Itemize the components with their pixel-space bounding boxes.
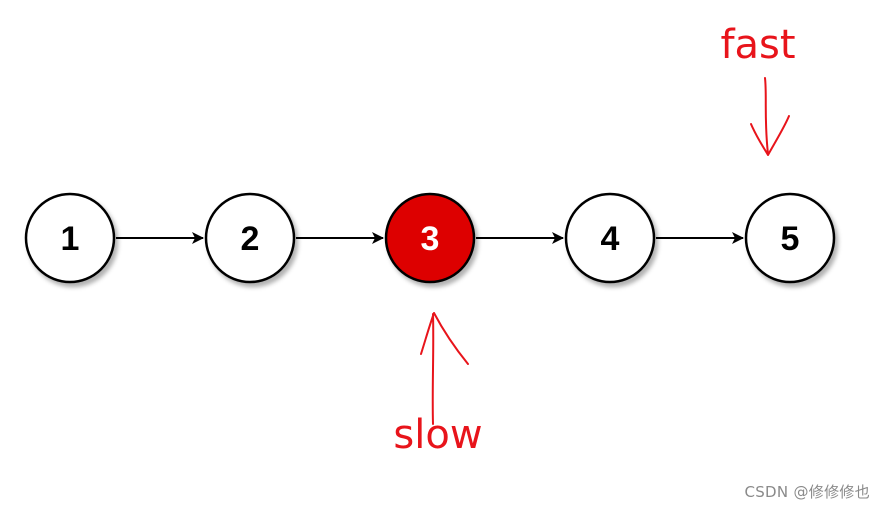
node-circle-highlighted: [384, 192, 476, 284]
node-label: 2: [241, 220, 260, 258]
fast-pointer: fast: [720, 22, 796, 156]
node-label: 3: [421, 220, 440, 258]
csdn-watermark: CSDN @修修修也: [744, 483, 870, 501]
node-label: 1: [61, 220, 80, 258]
slow-pointer: slow: [393, 312, 483, 458]
node-circle: [204, 192, 296, 284]
node-label: 4: [601, 220, 620, 258]
node-label: 5: [781, 220, 800, 258]
list-node-4: 4: [564, 192, 656, 284]
node-circle: [564, 192, 656, 284]
list-node-1: 1: [24, 192, 116, 284]
node-circle: [744, 192, 836, 284]
list-node-3-highlighted: 3: [384, 192, 476, 284]
fast-pointer-label: fast: [720, 22, 795, 68]
slow-pointer-arrow: [420, 312, 469, 425]
list-node-2: 2: [204, 192, 296, 284]
slow-pointer-label: slow: [393, 412, 482, 458]
node-circle: [24, 192, 116, 284]
fast-pointer-arrow: [750, 77, 790, 156]
list-node-5: 5: [744, 192, 836, 284]
